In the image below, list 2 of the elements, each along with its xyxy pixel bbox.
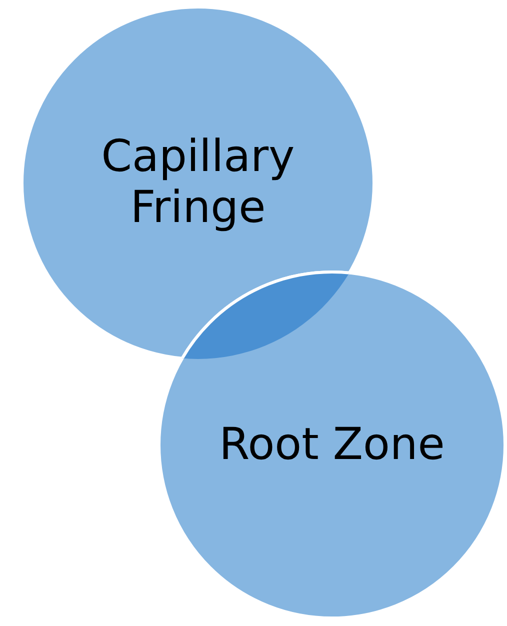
circle-label: Capillary Fringe (100, 132, 296, 234)
circle-label: Root Zone (218, 420, 446, 470)
